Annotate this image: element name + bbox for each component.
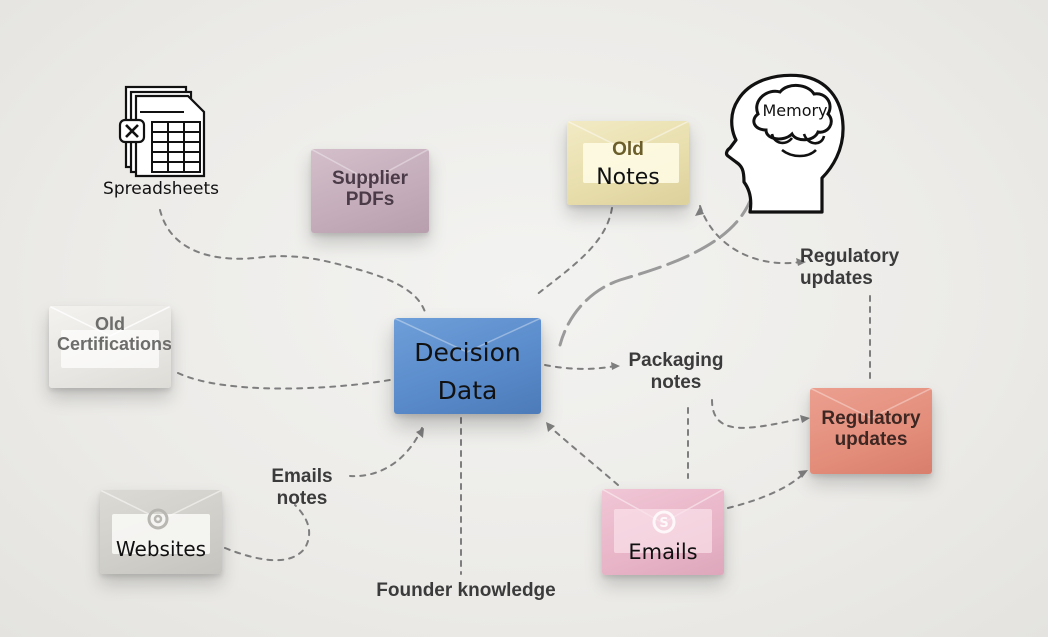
connector-old-notes [534, 207, 613, 297]
arrow-head-emails-notes [416, 428, 424, 438]
supplier-pdfs-line1: Supplier [331, 168, 408, 189]
connector-spreadsheets [159, 209, 426, 313]
old-cert-line2: Certifications [57, 334, 171, 355]
spreadsheet-icon [118, 85, 206, 178]
spreadsheets-label: Spreadsheets [103, 179, 219, 199]
decision-line2: Data [437, 375, 498, 405]
head-memory-icon [724, 73, 845, 214]
emails-label: Emails [628, 540, 698, 564]
email-at-icon: S [652, 510, 676, 534]
emails-node: S Emails [602, 489, 724, 575]
supplier-pdfs-node: Supplier PDFs [311, 149, 429, 233]
arrow-head-emails-regulatory [798, 470, 808, 478]
decision-data-node: Decision Data [394, 318, 541, 414]
connector-emails-regulatory [727, 471, 806, 509]
regulatory-box-line2: updates [834, 429, 908, 451]
arrow-head-emails-center [546, 422, 555, 432]
founder-knowledge-annotation: Founder knowledge [376, 580, 556, 601]
websites-label: Websites [115, 537, 207, 561]
connector-emails-notes [349, 427, 423, 478]
connector-old-certifications [177, 372, 391, 390]
regulatory-updates-annotation: Regulatory updates [800, 246, 920, 290]
emails-notes-annotation: Emails notes [262, 466, 342, 510]
packaging-line2: notes [650, 371, 702, 393]
connector-memory [558, 194, 754, 347]
connector-packaging [544, 364, 616, 370]
arrow-head-old-notes [695, 206, 704, 216]
supplier-pdfs-line2: PDFs [345, 189, 395, 211]
old-cert-line1: Old [95, 314, 125, 334]
connector-packaging-regulatory [711, 399, 806, 429]
connector-old-notes-regulatory [699, 205, 801, 264]
old-notes-node: Old Notes [567, 121, 689, 205]
regulatory-updates-node: Regulatory updates [810, 388, 932, 474]
old-certifications-node: Old Certifications [49, 306, 171, 388]
arrow-head-regulatory-top [796, 258, 806, 266]
emails-notes-line2: notes [276, 487, 328, 509]
packaging-notes-annotation: Packaging notes [616, 350, 736, 394]
regulatory-annotation-line2: updates [800, 267, 873, 289]
old-notes-line2: Notes [596, 165, 660, 190]
old-notes-line1: Old [612, 139, 644, 160]
packaging-line1: Packaging [628, 350, 724, 371]
arrow-head-packaging [611, 362, 620, 370]
regulatory-box-line1: Regulatory [821, 408, 921, 429]
arrow-head-regulatory-left [800, 415, 810, 423]
emails-notes-line1: Emails [271, 466, 333, 487]
connector-websites [224, 504, 311, 562]
website-globe-icon [147, 508, 169, 530]
websites-node: Websites [100, 490, 222, 574]
memory-label: Memory [762, 101, 828, 120]
decision-line1: Decision [414, 338, 521, 367]
regulatory-annotation-line1: Regulatory [800, 246, 900, 267]
connector-emails-center [547, 424, 619, 486]
svg-text:S: S [659, 516, 668, 531]
